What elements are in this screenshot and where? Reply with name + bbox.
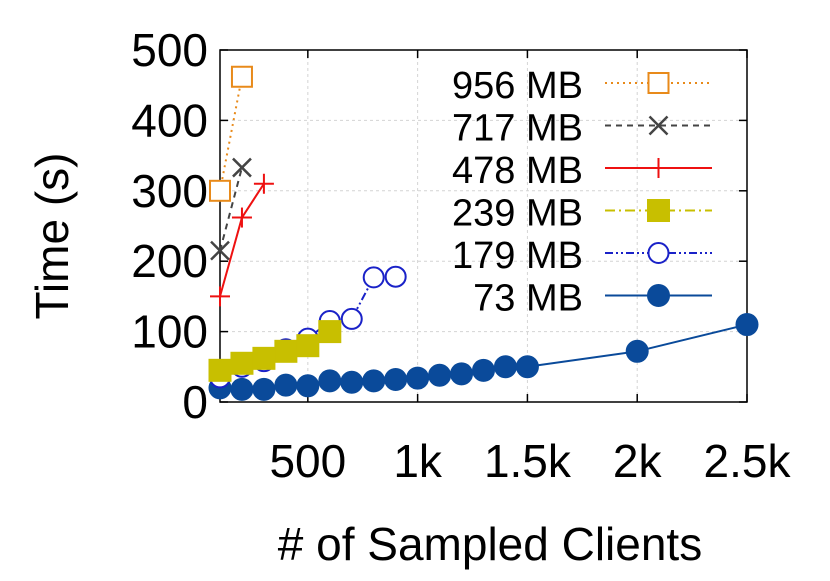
plot-frame (219, 49, 748, 403)
point-marker (318, 320, 342, 344)
point-marker (406, 366, 430, 390)
legend-label: 179 MB (452, 235, 583, 277)
x-tick-label: 2k (613, 435, 663, 487)
legend-label: 717 MB (452, 108, 583, 150)
legend-item: 717 MB (452, 108, 712, 150)
y-tick-label: 300 (131, 165, 208, 217)
point-marker (362, 266, 385, 289)
point-marker (208, 358, 232, 382)
series-line (219, 76, 243, 191)
point-marker (625, 339, 649, 363)
axes: 0 100 200 300 400 500 500 1k 1.5k 2k 2.5k (131, 24, 791, 487)
series-478-mb (210, 173, 274, 307)
point-marker (648, 115, 669, 136)
series-line (219, 167, 243, 251)
series-layer (208, 65, 759, 401)
point-marker (493, 355, 517, 379)
legend-label: 73 MB (473, 278, 583, 320)
y-tick-label: 200 (131, 235, 208, 287)
point-marker (735, 313, 759, 337)
point-marker (210, 240, 230, 261)
series-239-mb (208, 320, 342, 382)
legend-item: 73 MB (473, 278, 712, 320)
point-marker (230, 351, 254, 375)
point-marker (274, 339, 298, 363)
point-marker (274, 373, 298, 397)
point-marker (384, 265, 407, 288)
point-marker (318, 369, 342, 393)
point-marker (232, 157, 252, 178)
legend-item: 956 MB (452, 65, 712, 107)
point-marker (647, 284, 670, 307)
point-marker (340, 370, 364, 394)
y-tick-label: 100 (131, 306, 208, 358)
point-marker (253, 173, 274, 194)
series-73-mb (208, 313, 759, 401)
x-tick-label: 2.5k (704, 435, 792, 487)
point-marker (647, 199, 670, 222)
point-marker (296, 374, 320, 398)
point-marker (472, 358, 495, 382)
y-tick-label: 0 (182, 376, 208, 428)
legend-label: 478 MB (452, 150, 583, 192)
legend-item: 179 MB (452, 235, 712, 277)
point-marker (362, 369, 386, 393)
point-marker (384, 367, 408, 391)
point-marker (296, 334, 320, 358)
y-axis-label: Time (s) (26, 153, 78, 320)
point-marker (515, 355, 539, 379)
legend-item: 239 MB (452, 193, 712, 235)
point-marker (428, 363, 452, 387)
y-tick-label: 400 (131, 94, 208, 146)
legend-label: 956 MB (452, 65, 583, 107)
x-tick-label: 1k (393, 435, 443, 487)
point-marker (647, 242, 670, 264)
point-marker (230, 377, 254, 401)
point-marker (648, 158, 669, 178)
point-marker (252, 377, 276, 401)
y-tick-label: 500 (131, 24, 208, 76)
series-717-mb (210, 157, 252, 261)
point-marker (209, 179, 231, 202)
x-tick-label: 500 (269, 435, 346, 487)
point-marker (647, 72, 670, 94)
x-axis-label: # of Sampled Clients (278, 518, 702, 570)
legend-label: 239 MB (452, 193, 583, 235)
point-marker (210, 286, 230, 307)
legend-item: 478 MB (452, 150, 712, 192)
point-marker (340, 307, 363, 330)
point-marker (230, 65, 253, 88)
x-tick-label: 1.5k (484, 435, 572, 487)
series-956-mb (209, 65, 253, 202)
point-marker (231, 207, 252, 228)
point-marker (252, 346, 276, 370)
point-marker (450, 362, 474, 386)
